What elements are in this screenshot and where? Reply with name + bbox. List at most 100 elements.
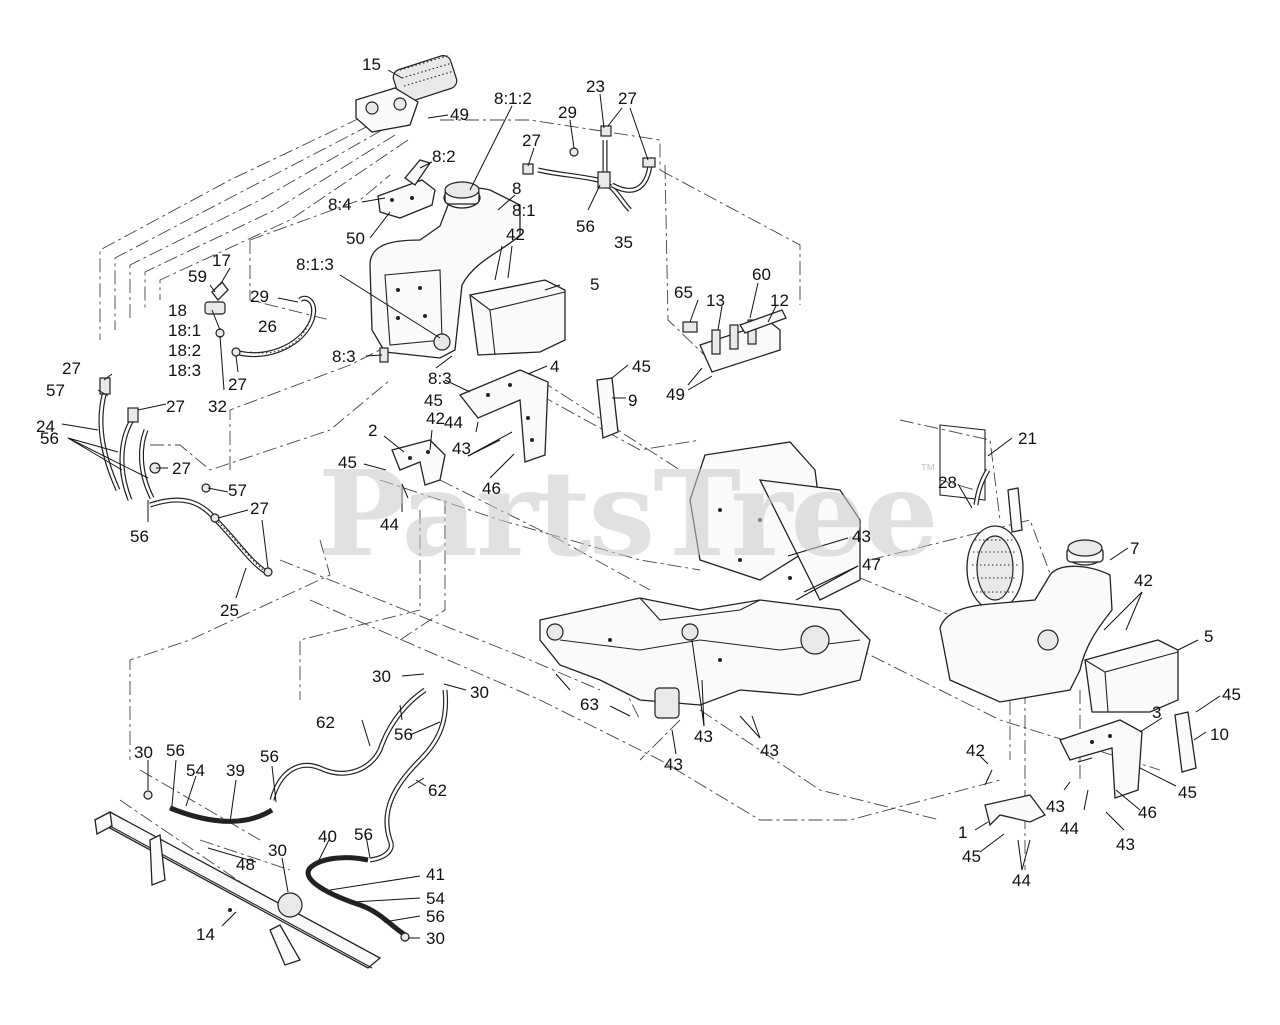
mower-chassis [539, 441, 871, 719]
callout-3: 3 [1152, 703, 1161, 722]
tank-bracket [377, 159, 436, 219]
callout-42: 42 [966, 741, 985, 760]
callout-27: 27 [618, 89, 637, 108]
callout-63: 63 [580, 695, 599, 714]
bracket-4 [458, 369, 549, 463]
callout-10: 10 [1210, 725, 1229, 744]
callout-43: 43 [664, 755, 683, 774]
bracket-2 [391, 439, 446, 486]
callout-39: 39 [226, 761, 245, 780]
callout-56: 56 [426, 907, 445, 926]
callout-57: 57 [46, 381, 65, 400]
callout-5: 5 [1204, 627, 1213, 646]
callout-43: 43 [1046, 797, 1065, 816]
callout-27: 27 [62, 359, 81, 378]
valve-manifold [682, 309, 787, 373]
watermark-trademark: ™ [920, 462, 936, 479]
callout-48: 48 [236, 855, 255, 874]
callout-45: 45 [632, 357, 651, 376]
callout-29: 29 [250, 287, 269, 306]
callout-30: 30 [134, 743, 153, 762]
callout-9: 9 [628, 391, 637, 410]
callout-62: 62 [316, 713, 335, 732]
callout-56: 56 [576, 217, 595, 236]
leader-lines [61, 69, 1221, 939]
callout-59: 59 [188, 267, 207, 286]
main-tank [369, 181, 521, 363]
upper-right-hoses [522, 125, 656, 212]
callout-21: 21 [1018, 429, 1037, 448]
callout-43: 43 [852, 527, 871, 546]
callout-8-1-3: 8:1:3 [296, 255, 334, 274]
callout-56: 56 [394, 725, 413, 744]
callout-23: 23 [586, 77, 605, 96]
callout-27: 27 [522, 131, 541, 150]
callout-12: 12 [770, 291, 789, 310]
bracket-9 [596, 377, 619, 439]
left-hose-bundle [98, 295, 316, 577]
callout-49: 49 [450, 105, 469, 124]
callout-27: 27 [172, 459, 191, 478]
callout-60: 60 [752, 265, 771, 284]
callout-40: 40 [318, 827, 337, 846]
callout-5: 5 [590, 275, 599, 294]
callout-45: 45 [424, 391, 443, 410]
callout-18-1: 18:1 [168, 321, 201, 340]
callout-8-2: 8:2 [432, 147, 456, 166]
callout-56: 56 [130, 527, 149, 546]
callout-44: 44 [1012, 871, 1031, 890]
reel-hose [939, 424, 991, 506]
callout-4: 4 [550, 357, 559, 376]
callout-18-3: 18:3 [168, 361, 201, 380]
callout-32: 32 [208, 397, 227, 416]
callout-54: 54 [426, 889, 445, 908]
callout-8: 8 [512, 179, 521, 198]
callout-1: 1 [958, 823, 967, 842]
callout-26: 26 [258, 317, 277, 336]
callout-45: 45 [1178, 783, 1197, 802]
callout-18-2: 18:2 [168, 341, 201, 360]
callout-8-1-2: 8:1:2 [494, 89, 532, 108]
callout-27: 27 [228, 375, 247, 394]
callout-42: 42 [1134, 571, 1153, 590]
fittings-18 [204, 281, 241, 357]
callout-30: 30 [372, 667, 391, 686]
callout-57: 57 [228, 481, 247, 500]
callout-45: 45 [962, 847, 981, 866]
callout-46: 46 [482, 479, 501, 498]
callout-41: 41 [426, 865, 445, 884]
callout-56: 56 [354, 825, 373, 844]
callout-44: 44 [444, 413, 463, 432]
callout-2: 2 [368, 421, 377, 440]
bracket-3 [1059, 719, 1143, 799]
callout-43: 43 [760, 741, 779, 760]
callout-25: 25 [220, 601, 239, 620]
callout-17: 17 [212, 251, 231, 270]
callout-54: 54 [186, 761, 205, 780]
callout-7: 7 [1130, 539, 1139, 558]
callout-29: 29 [558, 103, 577, 122]
callout-30: 30 [426, 929, 445, 948]
callout-8-3: 8:3 [428, 369, 452, 388]
callout-50: 50 [346, 229, 365, 248]
callout-18: 18 [168, 301, 187, 320]
callout-56: 56 [40, 429, 59, 448]
callout-30: 30 [268, 841, 287, 860]
callout-35: 35 [614, 233, 633, 252]
storage-tray-upper [469, 279, 566, 356]
callout-15: 15 [362, 55, 381, 74]
storage-tray-lower [1084, 639, 1179, 713]
callout-8-1: 8:1 [512, 201, 536, 220]
callout-42: 42 [506, 225, 525, 244]
callout-65: 65 [674, 283, 693, 302]
callout-46: 46 [1138, 803, 1157, 822]
callout-24: 24 [36, 417, 55, 436]
callout-43: 43 [1116, 835, 1135, 854]
callout-27: 27 [250, 499, 269, 518]
callout-14: 14 [196, 925, 215, 944]
callout-49: 49 [666, 385, 685, 404]
callout-8-3: 8:3 [332, 347, 356, 366]
callout-45: 45 [338, 453, 357, 472]
